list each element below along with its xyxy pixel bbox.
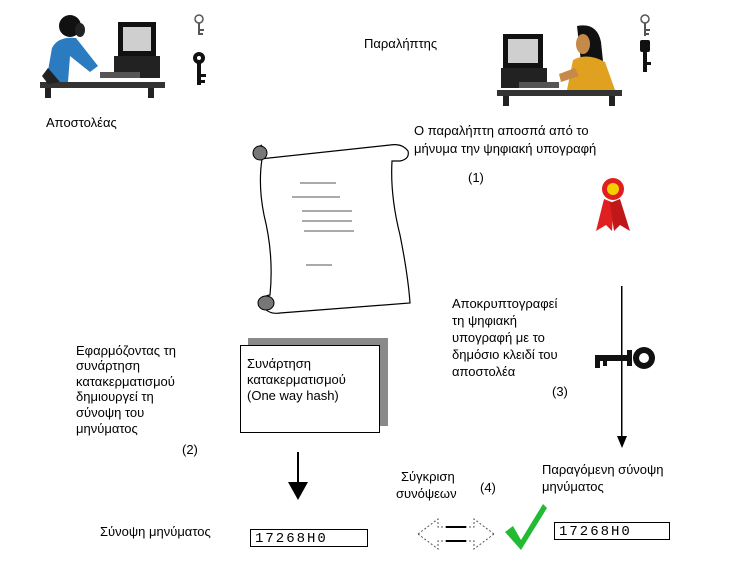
- comparison-line2: συνόψεων: [396, 486, 457, 501]
- hash-box-line1: Συνάρτηση: [247, 356, 311, 371]
- digest-left-value: 17268H0: [250, 529, 368, 547]
- digest-right-value: 17268H0: [554, 522, 670, 540]
- vertical-arrow-icon: [617, 286, 627, 448]
- step2-line2: συνάρτηση: [76, 358, 140, 373]
- key-icon: [193, 52, 206, 85]
- comparison-number: (4): [480, 480, 496, 495]
- key-icon: [595, 347, 655, 369]
- scroll-document-icon: [252, 144, 411, 314]
- key-icon: [194, 14, 204, 35]
- step2-line4: δημιουργεί τη: [76, 389, 154, 404]
- sender-person-at-computer-icon: [40, 15, 165, 98]
- key-icon: [640, 40, 651, 72]
- step3-line3: υπογραφή με το: [452, 330, 545, 345]
- step3-line4: δημόσιο κλειδί του: [452, 347, 558, 362]
- receiver-person-at-computer-icon: [497, 25, 622, 106]
- step3-line1: Αποκρυπτογραφεί: [452, 296, 558, 311]
- step2-number: (2): [182, 442, 198, 457]
- step3-line5: αποστολέα: [452, 364, 516, 379]
- step2-line6: μηνύματος: [76, 421, 138, 436]
- check-icon: [505, 504, 547, 550]
- down-arrow-icon: [288, 452, 308, 500]
- seal-ribbon-icon: [596, 178, 630, 231]
- sender-label: Αποστολέας: [46, 115, 117, 130]
- receiver-label: Παραλήπτης: [364, 36, 438, 51]
- hash-box-line3: (One way hash): [247, 388, 339, 403]
- step2-line1: Εφαρμόζοντας τη: [76, 343, 177, 358]
- comparison-line1: Σύγκριση: [401, 469, 455, 484]
- step3-number: (3): [552, 384, 568, 399]
- step1-text-line1: Ο παραλήπτη αποσπά από το: [414, 123, 589, 138]
- digest-label: Σύνοψη μηνύματος: [100, 524, 211, 539]
- hash-function-box: Συνάρτηση κατακερματισμού (One way hash): [240, 345, 380, 433]
- produced-digest-line2: μηνύματος: [542, 479, 604, 494]
- step1-number: (1): [468, 170, 484, 185]
- step2-line3: κατακερματισμού: [76, 374, 175, 389]
- hash-box-line2: κατακερματισμού: [247, 372, 346, 387]
- compare-arrows-icon: [417, 518, 495, 550]
- key-icon: [640, 14, 650, 36]
- step1-text-line2: μήνυμα την ψηφιακή υπογραφή: [414, 141, 597, 156]
- step3-line2: τη ψηφιακή: [452, 313, 518, 328]
- produced-digest-line1: Παραγόμενη σύνοψη: [542, 462, 664, 477]
- step2-line5: σύνοψη του: [76, 405, 145, 420]
